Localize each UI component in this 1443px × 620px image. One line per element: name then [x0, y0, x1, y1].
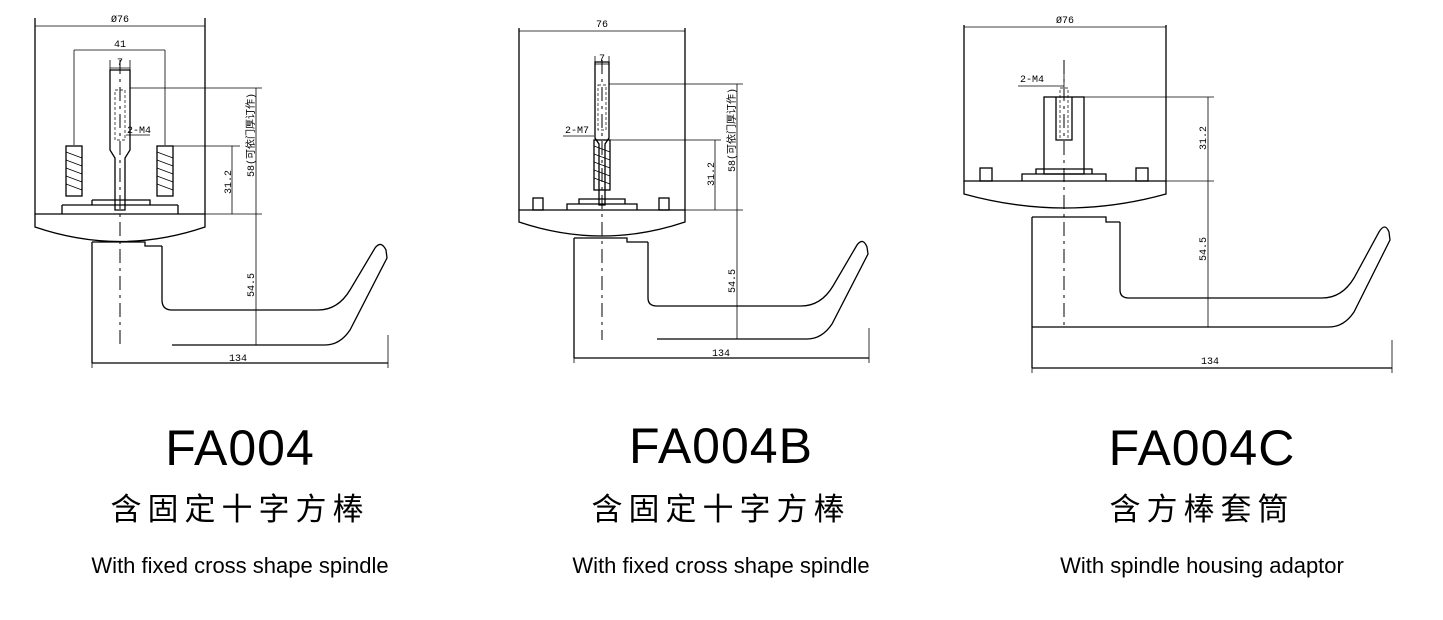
dim-screw: 2-M4	[1020, 75, 1044, 86]
dim-screw: 2-M4	[127, 126, 151, 137]
base-block-right	[1135, 167, 1149, 182]
base-block-left	[532, 197, 544, 211]
panel-fa004b: 76 7 2-M7 31.2 58(可依门厚订作) 54.5 134 FA004…	[481, 0, 961, 620]
dim-depth: 58(可依门厚订作)	[244, 93, 258, 177]
chinese-description: 含固定十字方棒	[591, 492, 851, 528]
dim-diameter: Ø76	[111, 14, 129, 26]
spindle	[109, 69, 131, 211]
dim-screw: 2-M7	[565, 126, 589, 137]
model-name: FA004C	[1108, 420, 1296, 476]
spindle-housing	[593, 139, 611, 191]
model-name: FA004B	[629, 418, 813, 474]
dim-length: 134	[229, 354, 247, 365]
dim-lever-height: 54.5	[728, 269, 739, 293]
rose-outline	[963, 25, 1167, 182]
dim-post-spacing: 41	[114, 40, 126, 51]
rose-dome	[963, 181, 1167, 209]
english-description: With spindle housing adaptor	[1060, 553, 1344, 578]
lever-arm	[1119, 222, 1391, 328]
english-description: With fixed cross shape spindle	[572, 553, 870, 578]
post-left	[65, 145, 83, 197]
dim-height: 31.2	[1199, 126, 1210, 150]
panel-fa004c: Ø76 2-M4 31.2 54.5 134 FA004C 含方棒套筒 With…	[962, 0, 1442, 620]
base-block-right	[658, 197, 670, 211]
dim-length: 134	[712, 349, 730, 360]
panel-fa004: Ø76 41 7 2-M4 31.2 58(可依门厚订作) 54.5 134 F…	[0, 0, 480, 620]
dim-diameter: Ø76	[1056, 15, 1074, 27]
lever-arm	[647, 240, 869, 340]
dim-length: 134	[1201, 357, 1219, 368]
dim-height: 31.2	[707, 162, 718, 186]
chinese-description: 含方棒套筒	[1109, 492, 1295, 528]
dim-lever-height: 54.5	[247, 273, 258, 297]
lever-arm	[161, 243, 388, 346]
drawing-fa004b: 76 7 2-M7 31.2 58(可依门厚订作) 54.5 134	[518, 20, 870, 363]
post-right	[156, 145, 174, 197]
dim-spindle: 7	[117, 58, 123, 69]
lever-shank	[573, 237, 869, 359]
drawing-fa004: Ø76 41 7 2-M4 31.2 58(可依门厚订作) 54.5 134	[34, 14, 389, 368]
dim-spindle: 7	[599, 54, 605, 65]
dim-diameter: 76	[596, 20, 608, 31]
model-name: FA004	[165, 420, 315, 476]
chinese-description: 含固定十字方棒	[110, 492, 370, 528]
base-block-left	[979, 167, 993, 182]
english-description: With fixed cross shape spindle	[91, 553, 389, 578]
dim-height: 31.2	[224, 170, 235, 194]
screw-hole	[1059, 87, 1069, 141]
lever-shank	[91, 241, 388, 364]
lever-shank	[1031, 216, 1392, 369]
rose-outline	[518, 28, 686, 211]
dim-depth: 58(可依门厚订作)	[725, 88, 739, 172]
dim-lever-height: 54.5	[1199, 237, 1210, 261]
drawing-fa004c: Ø76 2-M4 31.2 54.5 134	[963, 15, 1393, 373]
